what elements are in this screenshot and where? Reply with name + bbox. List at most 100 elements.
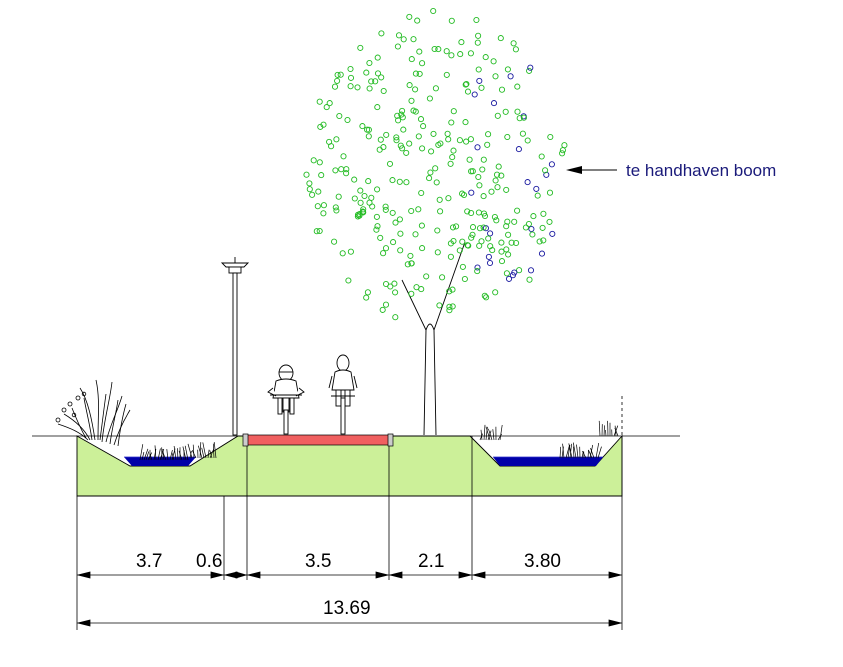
leaf-mark [395,32,403,39]
leaf-mark [473,16,480,24]
leaf-mark [309,191,316,198]
leaf-mark [453,223,460,230]
leaf-mark [471,91,478,98]
leaf-mark [333,207,340,214]
kerb-left [242,433,249,447]
leaf-mark [382,206,389,213]
leaf-mark [546,189,554,196]
leaf-mark [514,207,521,214]
leaf-mark [397,247,404,254]
leaf-mark [467,50,474,57]
leaf-mark [366,59,373,67]
leaf-mark [320,202,327,209]
leaf-mark [450,237,457,245]
grass-blade [143,448,149,461]
leaf-mark [382,245,390,252]
leaf-mark [374,54,381,61]
grass-blade [173,445,177,461]
leaf-mark [364,289,371,296]
leaf-mark [392,219,399,226]
leaf-mark [431,45,438,53]
leaf-mark [419,145,426,152]
grass-blade [141,452,145,461]
leaf-mark [526,67,533,74]
leaf-mark [469,224,477,231]
leaf-mark [363,294,370,301]
leaf-mark [415,206,422,213]
grass-blade [614,425,617,437]
leaf-mark [417,116,425,123]
cyclist-icon [267,364,305,435]
grass-blade [590,447,595,459]
grass-blade [213,442,217,459]
dimension-label: 0.6 [196,551,222,572]
leaf-mark [497,35,504,42]
leaf-mark [434,227,441,234]
leaf-mark [448,17,455,24]
leaf-mark [392,289,399,296]
leaf-mark [561,142,568,149]
leaf-mark [303,171,310,178]
leaf-mark [345,277,352,284]
leaf-mark [437,208,444,215]
leaf-mark [399,145,406,152]
leaf-mark [514,108,521,115]
leaf-mark [475,173,482,181]
leaf-mark [368,194,375,201]
leaf-mark [534,192,541,199]
leaf-mark [331,238,338,245]
leaf-mark [416,48,423,55]
grass-blade [597,446,602,459]
dimension-label: 3.7 [136,551,162,572]
leaf-mark [446,303,453,310]
leaf-mark [436,196,443,203]
leaf-mark [314,203,321,210]
leaf-mark [347,83,354,90]
leaf-mark [512,46,519,53]
leaf-mark [398,111,405,118]
leaf-mark [316,159,323,166]
leaf-mark [514,83,521,90]
grass-blade [171,452,175,461]
dimension-label: 3.80 [524,551,561,572]
leaf-mark [503,270,510,277]
leaf-mark [449,224,457,231]
leaf-mark [444,130,451,137]
grass-blade [202,442,207,459]
leaf-mark [504,133,511,141]
leaf-mark [547,133,554,141]
leaf-mark [423,273,430,280]
leaf-mark [408,56,415,63]
grass-blade [499,424,503,441]
leaf-mark [503,223,510,230]
leaf-mark [476,225,484,232]
leaf-mark [419,245,426,252]
grass-blade [485,426,491,441]
leaf-mark [462,119,469,126]
grass-blade [197,445,203,459]
leaf-mark [412,108,419,115]
leaf-mark [525,220,532,228]
leaf-mark [382,301,390,308]
leaf-mark [504,218,511,225]
leaf-mark [540,237,547,244]
leaf-mark [410,36,417,43]
leaf-mark [418,189,425,197]
grass-blade [562,443,565,459]
street-lamp-icon [220,257,250,436]
leaf-mark [432,165,439,172]
leaf-mark [408,260,415,267]
leaf-mark [328,143,335,150]
leaf-mark [493,171,501,178]
leaf-mark [466,156,473,163]
leaf-mark [408,97,415,104]
leaf-mark [408,290,415,297]
leaf-mark [492,177,499,184]
leaf-mark [513,239,520,247]
leaf-mark [494,184,501,191]
grass-blade [587,450,589,459]
grass-blade [492,429,495,441]
tree-label: te handhaven boom [626,161,776,180]
leaf-mark [380,87,387,95]
